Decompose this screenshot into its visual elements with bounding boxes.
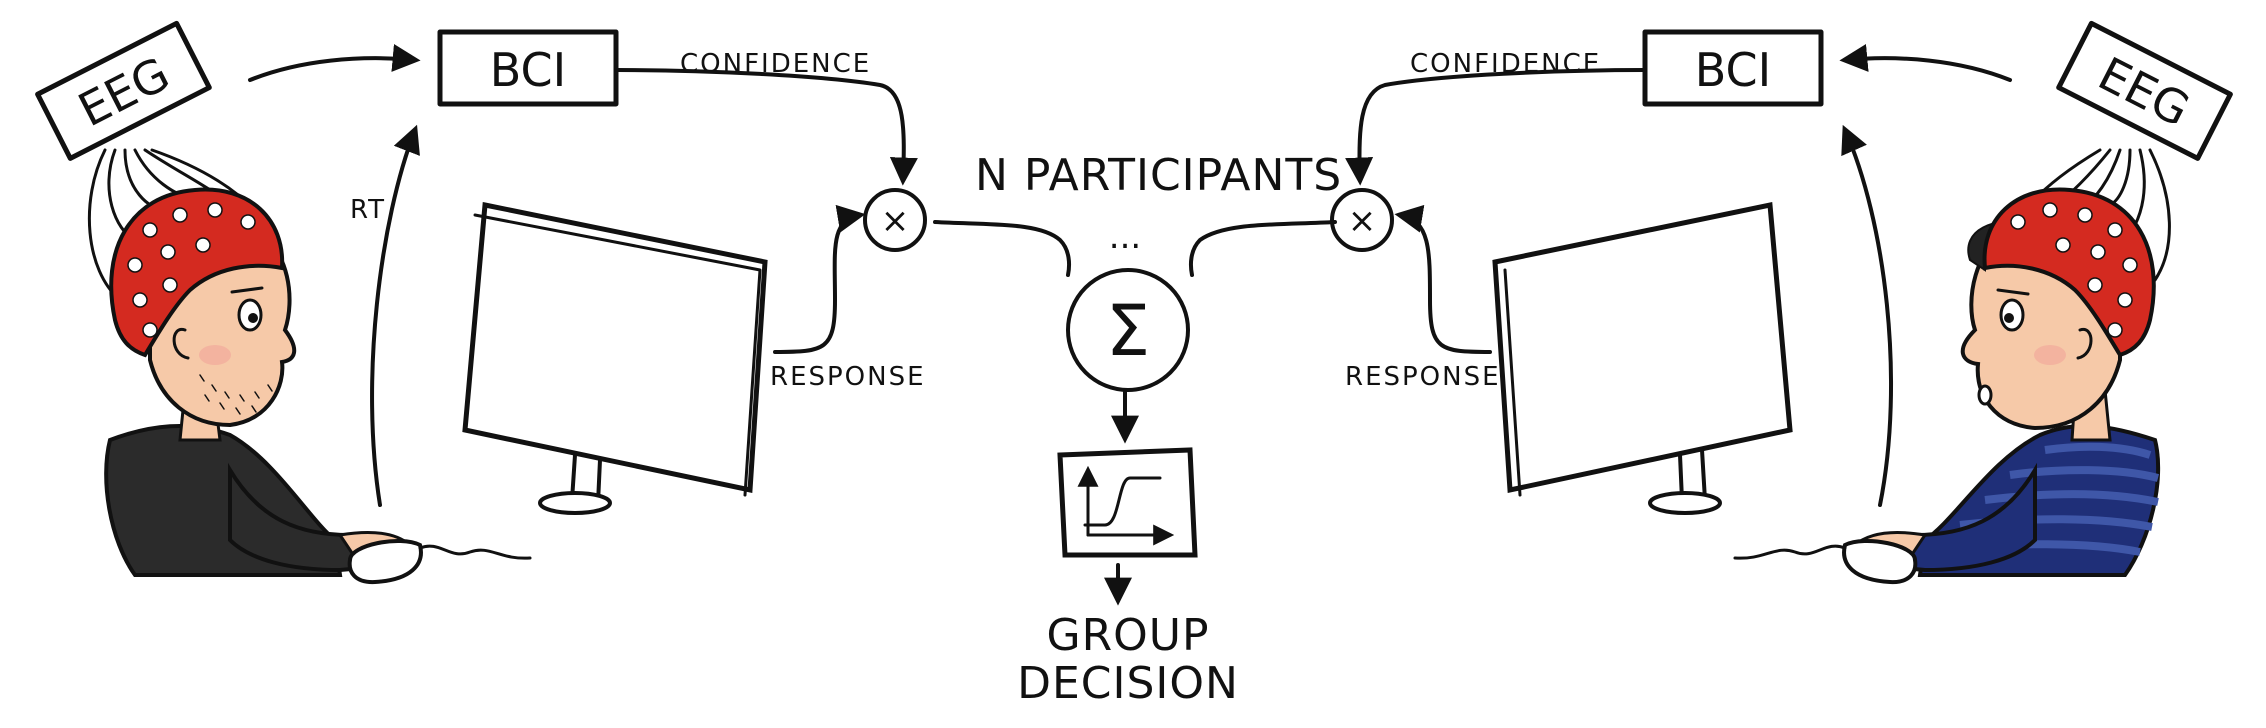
participants-label: N PARTICIPANTS (975, 150, 1342, 201)
right-mouse (1842, 538, 1918, 585)
left-person-ear (172, 328, 190, 360)
right-person-mouth (1977, 384, 1993, 406)
sum-symbol: Σ (1106, 290, 1150, 372)
right-to-sum-line (1189, 220, 1337, 277)
decision-function-box (1057, 447, 1198, 558)
ellipsis: ... (1109, 217, 1141, 257)
left-eeg-to-bci-arrow (248, 44, 421, 82)
sigmoid-icon (1083, 476, 1162, 527)
right-mouse-cable (1733, 544, 1847, 560)
right-multiply-node: × (1330, 188, 1394, 252)
left-mouse (347, 538, 423, 585)
right-bci-box: BCI (1642, 29, 1824, 107)
left-participant: EEG (35, 20, 532, 585)
left-cap-electrodes (127, 202, 256, 338)
right-eeg-to-bci-arrow (1839, 44, 2012, 82)
left-multiply-node: × (863, 188, 927, 252)
right-rt-arrow (1841, 124, 1894, 507)
left-bci-label: BCI (490, 43, 566, 97)
right-response-label: RESPONSE (1345, 362, 1501, 392)
left-confidence-arrow (614, 68, 918, 186)
left-response-label: RESPONSE (770, 362, 926, 392)
left-monitor (462, 201, 768, 515)
right-bci-label: BCI (1695, 43, 1771, 97)
right-multiply-symbol: × (1348, 201, 1377, 241)
right-person-ear (2076, 328, 2093, 360)
right-monitor (1492, 201, 1793, 515)
left-multiply-symbol: × (881, 201, 910, 241)
left-person-stubble (199, 374, 273, 415)
sum-node: Σ (1066, 268, 1190, 392)
right-confidence-arrow (1345, 68, 1647, 186)
left-eeg-label: EEG (70, 46, 178, 137)
left-response-arrow (773, 204, 866, 354)
left-eeg-box: EEG (35, 20, 212, 161)
right-eeg-box: EEG (2056, 20, 2233, 161)
left-rt-label: RT (350, 195, 386, 225)
right-response-arrow (1394, 204, 1492, 354)
left-to-sum-line (933, 220, 1071, 277)
right-eeg-label: EEG (2090, 46, 2198, 137)
right-participant: EEG (1733, 20, 2233, 585)
left-rt-arrow (370, 124, 420, 507)
left-bci-box: BCI (437, 29, 619, 107)
right-cap-electrodes (2010, 202, 2138, 338)
output-label-line1: GROUP (1046, 610, 1209, 661)
output-label-line2: DECISION (1017, 658, 1239, 709)
left-mouse-cable (418, 544, 532, 560)
